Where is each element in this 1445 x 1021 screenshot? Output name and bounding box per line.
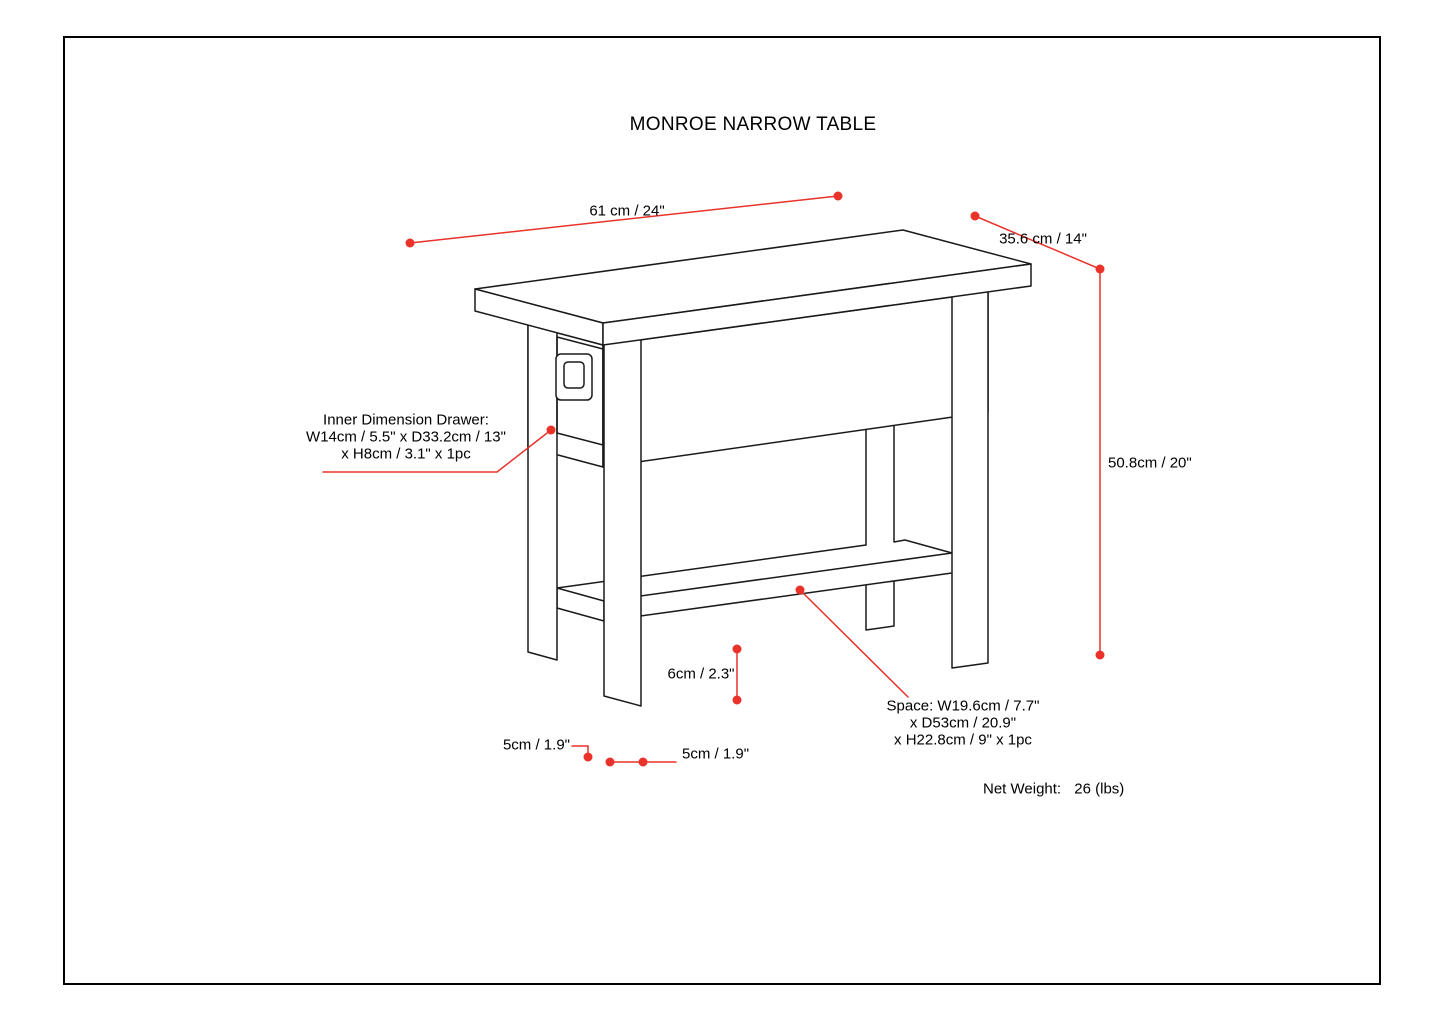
front-left-leg — [603, 334, 642, 707]
leader-drawer-annotation — [322, 429, 552, 473]
space-annotation-line2: x D53cm / 20.9" — [909, 714, 1017, 732]
table-line-art — [474, 229, 1032, 707]
front-right-leg — [951, 289, 989, 669]
tabletop-front-face — [602, 263, 1032, 346]
dim-dot — [605, 757, 615, 767]
page-title: MONROE NARROW TABLE — [629, 114, 877, 135]
drawer-handle-plate — [555, 353, 593, 401]
dim-dot — [970, 211, 980, 221]
dim-dot — [1095, 650, 1105, 660]
dim-label-leg-width: 5cm / 1.9" — [682, 745, 750, 763]
page-border — [63, 36, 1381, 985]
dim-label-leg-depth: 5cm / 1.9" — [502, 736, 570, 754]
drawer-handle-bail — [563, 361, 585, 389]
drawer-front-panel — [556, 336, 604, 446]
dim-label-length: 61 cm / 24" — [589, 202, 665, 220]
space-annotation: Space: W19.6cm / 7.7" x D53cm / 20.9" x … — [887, 698, 1040, 749]
dim-label-height: 50.8cm / 20" — [1108, 454, 1192, 472]
shelf-top-face — [557, 540, 952, 601]
dim-label-shelf-clearance: 6cm / 2.3" — [667, 665, 735, 683]
back-left-leg — [527, 317, 558, 661]
dim-dot — [583, 752, 593, 762]
dim-dot — [638, 757, 648, 767]
space-annotation-line1: Space: W19.6cm / 7.7" — [886, 697, 1040, 715]
dim-dot — [732, 644, 742, 654]
dim-dot — [732, 695, 742, 705]
drawer-annotation: Inner Dimension Drawer: W14cm / 5.5" x D… — [306, 412, 506, 463]
dim-line-length — [409, 195, 839, 244]
net-weight: Net Weight: 26 (lbs) — [983, 781, 1124, 798]
dim-dot — [1095, 264, 1105, 274]
dimension-dots — [405, 191, 1105, 767]
drawer-annotation-line2: W14cm / 5.5" x D33.2cm / 13" — [306, 428, 506, 446]
dim-dot — [795, 585, 805, 595]
dim-dot — [405, 238, 415, 248]
net-weight-label: Net Weight: — [983, 780, 1062, 798]
drawer-annotation-line1: Inner Dimension Drawer: — [323, 411, 489, 429]
drawer-annotation-line3: x H8cm / 3.1" x 1pc — [341, 445, 471, 463]
dim-dot — [833, 191, 843, 201]
net-weight-value: 26 (lbs) — [1074, 780, 1125, 798]
dim-dot — [546, 425, 556, 435]
shelf-front-face — [604, 553, 952, 621]
shelf-end-face — [557, 588, 604, 621]
space-annotation-line3: x H22.8cm / 9" x 1pc — [894, 731, 1032, 749]
leader-space-annotation — [799, 589, 909, 698]
dim-label-depth: 35.6 cm / 14" — [999, 230, 1087, 248]
